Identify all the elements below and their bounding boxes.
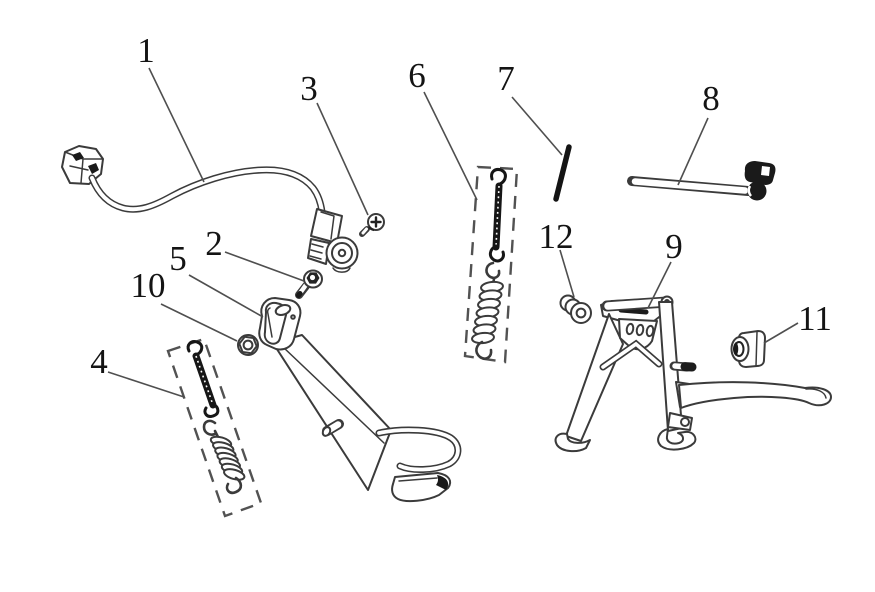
callout-leader-9 (647, 261, 672, 309)
callout-label-7: 7 (497, 59, 515, 98)
plate-hole (635, 323, 645, 337)
outer-spring-bottom-hook (475, 340, 493, 360)
callout-leader-3 (316, 102, 369, 216)
outer-spring-coil (223, 468, 246, 481)
connector-shade-2 (88, 163, 99, 174)
spring-kit-box (463, 165, 519, 364)
part-stand-shaft (627, 161, 776, 201)
bolt-shank-inner (298, 283, 308, 295)
inner-spring-top-hook (186, 340, 204, 357)
connector-facets (64, 151, 104, 184)
callout-label-4: 4 (90, 342, 108, 381)
part-pivot-bolt (295, 269, 323, 299)
shaft-inner (631, 178, 749, 194)
screw-phillips-cross (370, 216, 382, 228)
part-side-stand-springs (166, 337, 263, 518)
leg-bracket-hole (680, 417, 690, 427)
side-stand-peg-cap (321, 426, 332, 437)
part-bushing (559, 294, 592, 324)
clevis-dot (290, 314, 296, 320)
side-stand-leg (272, 334, 392, 491)
left-leg (565, 313, 624, 442)
shaft-end-block (744, 161, 776, 185)
callout-leader-8 (677, 117, 709, 186)
callout-leader-2 (224, 251, 305, 282)
part-side-stand-switch-cable (61, 145, 359, 273)
cable-outline (88, 166, 326, 216)
inner-spring-body (492, 182, 503, 251)
callout-leader-10 (160, 303, 238, 342)
left-foot (554, 432, 591, 453)
callout-label-12: 12 (539, 217, 574, 256)
spring-anchor-hook-inner (377, 428, 460, 472)
plate-hole (645, 324, 655, 338)
part-switch-screw (359, 213, 385, 237)
callout-label-1: 1 (137, 31, 155, 70)
callout-leader-5 (188, 274, 264, 318)
part-rubber-stopper (730, 330, 766, 368)
callout-leader-11 (763, 322, 799, 344)
inner-spring-coil-gaps (195, 355, 214, 406)
clevis-hole (274, 304, 292, 316)
switch-side-hatch (309, 243, 324, 260)
inner-spring-bottom-hook (203, 402, 220, 418)
callout-label-2: 2 (205, 224, 223, 263)
screw-head-shade (368, 226, 375, 232)
stopper-boss-shade (733, 342, 739, 356)
part-center-stand-springs (463, 165, 519, 364)
right-foot (657, 428, 697, 451)
spring-kit-box (166, 337, 263, 518)
shaft-end-boss (747, 181, 767, 201)
callout-leader-1 (148, 67, 205, 183)
callout-label-11: 11 (798, 299, 832, 338)
outer-spring-top-hook (485, 261, 501, 286)
nut-hole (242, 339, 254, 351)
callout-label-5: 5 (169, 239, 187, 278)
outer-spring-coil (471, 331, 495, 345)
inner-spring-top-hook (490, 168, 507, 186)
callout-leader-7 (511, 96, 563, 156)
lever-pedal-line (805, 388, 827, 399)
shaft-end-boss-highlight (747, 185, 752, 197)
stopper-edge-line (755, 331, 758, 367)
part-pivot-nut (237, 334, 259, 356)
callout-label-8: 8 (702, 79, 720, 118)
switch-bottom-tab (332, 267, 351, 273)
outer-spring-bottom-hook (225, 476, 243, 495)
bolt-head-top (309, 274, 316, 281)
bushing-hole (575, 307, 587, 319)
cross-brace-inner (601, 341, 661, 369)
top-roller (618, 307, 649, 315)
inner-spring-bottom-hook (488, 244, 505, 263)
callout-leader-12 (559, 249, 575, 298)
switch-pivot-hole (337, 248, 347, 258)
pin-body (553, 144, 572, 202)
lever-arm (678, 381, 832, 409)
plate-hole (625, 322, 635, 336)
inner-spring-body (192, 352, 217, 409)
bolt-tip (296, 291, 303, 298)
connector-shade-1 (72, 152, 84, 161)
side-stand-foot-line (398, 477, 438, 482)
cable-inner (90, 167, 324, 214)
callout-leader-4 (107, 371, 185, 398)
callout-label-9: 9 (665, 227, 683, 266)
callout-label-10: 10 (131, 266, 166, 305)
part-side-stand (258, 297, 462, 503)
screw-shank-inner (361, 227, 368, 235)
part-center-stand (554, 295, 832, 453)
callout-leader-6 (423, 91, 478, 201)
part-pivot-pin (553, 144, 572, 202)
callout-label-3: 3 (300, 69, 318, 108)
callout-label-6: 6 (408, 56, 426, 95)
side-stand-foot-tip (436, 475, 449, 490)
clevis-slot-line (266, 307, 273, 338)
switch-bracket-lines (320, 211, 335, 240)
shaft-end-slot (761, 166, 770, 176)
top-tube-inner (604, 298, 670, 310)
side-stand-leg-edge (282, 346, 385, 444)
